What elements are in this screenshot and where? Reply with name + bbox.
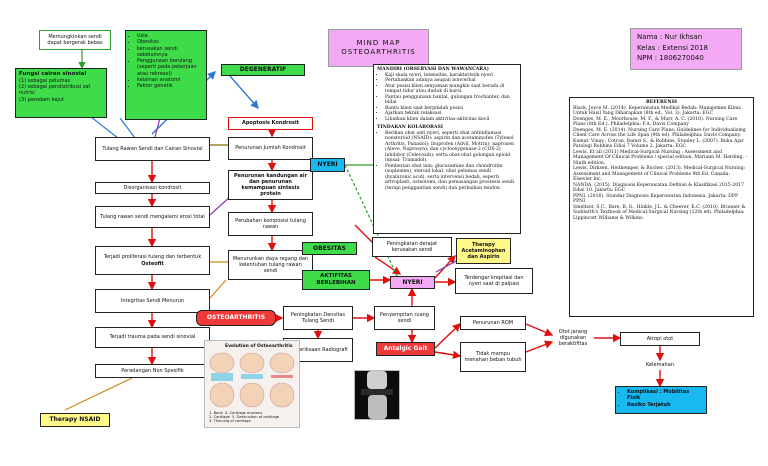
box-komposisi: Perubahan komposisi tulang rawan <box>228 212 313 236</box>
box-risk-factors: Usia Obesitas kerusakan sendi sebelumnya… <box>125 30 207 120</box>
student-class: Kelas : Extensi 2018 <box>637 43 708 52</box>
box-komplikasi: Komplikasi : Mobilitas Fisik Resiko Terj… <box>615 386 707 414</box>
referensi-title: REFERENSI <box>645 100 678 105</box>
mandiri-item: Pantau penggunaan bantal, gulungan troch… <box>385 95 517 106</box>
box-tidak-mampu: Tidak mampu menahan beban tubuh <box>460 342 526 372</box>
osteoarthritis-evolution-figure: Evolution of Osteoarthritis 1. Bone 4. C… <box>204 340 300 428</box>
fungsi-title: Fungsi cairan sinovial <box>19 71 87 77</box>
risk-item: Penggunaan berulang (seperti pada pekerj… <box>137 58 203 77</box>
box-fungsi-sinovial: Fungsi cairan sinovial (1) sebagai pelum… <box>15 68 107 118</box>
box-nyeri-left: NYERI <box>310 158 345 172</box>
box-proliferasi: Terjadi proliferasi tulang dan terbentuk… <box>95 246 210 275</box>
referensi-item: Smeltzer, S.C., Bare, B. G., Hinkle, J.L… <box>573 204 746 221</box>
box-erosi: Tulang rawan sendi mengalami erosi total <box>95 206 210 228</box>
box-penyempitan: Penyempitan ruang sendi <box>374 306 435 330</box>
risk-item: Usia <box>137 33 203 39</box>
referensi-item: NANDA. (2015). Diagnosis Keperawatan Def… <box>573 182 744 194</box>
box-mandiri-kolaborasi: MANDIRI (OBSERVASI DAN WAWANCARA) Kaji s… <box>373 64 521 234</box>
box-nyeri-center: NYERI <box>390 276 435 289</box>
mandiri-item: Atur posisi klien senyaman mungkin saat … <box>385 84 517 95</box>
box-gerak: Memungkinkan sendi dapat bergerak bebas <box>39 30 111 50</box>
box-osteoarthritis: OSTEOARTHRITIS <box>196 310 276 326</box>
figure-title: Evolution of Osteoarthritis <box>225 344 293 349</box>
referensi-item: Doenges, M. E., Moorhouse, M. F., & Murr… <box>573 116 738 128</box>
box-atropi: Atropi otot <box>620 332 700 346</box>
kolaborasi-item: Pemberian obat lain: glucosamine dan cho… <box>385 164 517 192</box>
fungsi-item-1: (1) sebagai pelumas <box>19 77 71 84</box>
referensi-item: Black, Joyce M. (2014). Keperawatan Medi… <box>573 105 741 117</box>
komplikasi-item: Resiko Terjatuh <box>627 402 703 408</box>
figure-captions: 1. Bone 4. Cartilage erosions 2. Cartila… <box>209 411 299 423</box>
box-disorganisasi: Disorganisasi kondrosit <box>95 182 210 194</box>
risk-item: Obesitas <box>137 39 203 45</box>
risk-item: kerusakan sendi sebelumnya <box>137 46 203 59</box>
box-referensi: REFERENSI Black, Joyce M. (2014). Kepera… <box>569 97 754 317</box>
box-antalgic-gait: Antalgic Gait <box>376 342 435 356</box>
title-line1: MIND MAP <box>356 39 401 48</box>
student-info: Nama : Nur Ikhsan Kelas : Extensi 2018 N… <box>630 28 742 70</box>
figure-caption: 1. Bone <box>209 411 223 415</box>
box-trauma: Terjadi trauma pada sendi sinovial <box>95 327 210 348</box>
proliferasi-text: Terjadi proliferasi tulang dan terbentuk <box>103 254 202 261</box>
mandiri-item: Ajarkan teknik relaksasi <box>385 111 517 117</box>
figure-caption: 2. Cartilage <box>209 415 230 420</box>
box-integritas: Integritas Sendi Menurun <box>95 289 210 313</box>
box-apoptosis: Apoptosis Kondrosit <box>228 117 313 130</box>
box-penurunan-rom: Penurunan ROM <box>460 316 526 330</box>
student-npm: NPM : 1806270040 <box>637 54 704 62</box>
knee-joints-illustration <box>209 352 295 408</box>
figure-caption: 5. Destruction of cartilage <box>232 415 280 420</box>
osteofit-text: Osteofit <box>141 260 164 267</box>
kolaborasi-title: TINDAKAN KOLABORASI <box>377 125 443 130</box>
box-otot-jarang: Otot jarang digunakan beraktifitas <box>558 328 588 348</box>
box-peradangan: Peradangan Non Spesifik <box>95 364 210 378</box>
kolaborasi-item: Berikan obat anti nyeri, seperti obat an… <box>385 131 517 164</box>
title-box: MIND MAP OSTEOARTHRITIS <box>328 29 429 67</box>
box-tulang-rawan: Tulang Rawan Sendi dan Cairan Sinovial <box>95 137 210 161</box>
title-line2: OSTEOARTHRITIS <box>341 48 416 56</box>
box-aktifitas: AKTIFITAS BERLEBIHAN <box>302 270 370 290</box>
mandiri-item: Kaji skala nyeri, intensitas, karakteris… <box>385 73 517 79</box>
referensi-item: PPNI. (2016). Standar Diagnosis Keperawa… <box>573 193 739 205</box>
referensi-item: Lewis. Et all (2011) Medical-Surgical Nu… <box>573 149 747 166</box>
fungsi-item-3: (3) peredam kejut <box>19 96 64 103</box>
xray-knee-image <box>354 370 400 420</box>
box-obesitas: OBESITAS <box>302 242 357 255</box>
risk-item: kelainan anatomi <box>137 77 203 83</box>
box-krepitasi: Terdengar krepitasi dan nyeri saat di pa… <box>455 268 533 294</box>
box-densitas: Peningkatan Densitas Tulang Sendi <box>283 306 353 330</box>
mandiri-item: Pertahankan adanya asupan nonverbal <box>385 78 517 84</box>
box-penurunan-jumlah: Penurunan Jumlah Kondrosit <box>228 137 313 160</box>
mandiri-item: Bantu klien saat berpindah posisi <box>385 106 517 112</box>
box-degeneratif: DEGENERATIF <box>221 64 305 76</box>
box-kerusakan: Peningkatan derajat kerusakan sendi <box>372 237 452 257</box>
mandiri-item: Libatkan klien dalam aktivitas-aktivitas… <box>385 117 517 123</box>
box-penurunan-kandungan: Penurunan kandungan air dan penurunan ke… <box>228 170 313 200</box>
referensi-item: Lewis, Dirksen, Heitkemper, & Bucher. (2… <box>573 166 746 182</box>
box-therapy-nsaid: Therapy NSAID <box>40 413 110 427</box>
figure-caption: 3. Thinning of cartilage <box>209 419 251 424</box>
student-name: Nama : Nur Ikhsan <box>637 33 703 41</box>
box-kelemahan: Kelemahan <box>646 361 674 368</box>
mandiri-title: MANDIRI (OBSERVASI DAN WAWANCARA) <box>377 67 489 72</box>
risk-item: Faktor genetik <box>137 83 203 89</box>
box-therapy-acetaminophen: Therapy Acetaminophen dan Aspirin <box>456 238 511 264</box>
fungsi-item-2: (2) sebagai pendistribusi zat nutrisi <box>19 84 91 97</box>
komplikasi-item: Komplikasi : Mobilitas Fisik <box>627 389 703 402</box>
box-daya-regang: Menurunkan daya regang dan kelentuhan tu… <box>228 250 313 280</box>
xray-bones <box>361 371 393 419</box>
figure-caption: 4. Cartilage erosions <box>225 411 263 415</box>
referensi-item: Kumar, Vinay., Cotran, Ramzi S., & Robbi… <box>573 138 744 150</box>
referensi-item: Doenges, M. E. (2014). Nursing Care Plan… <box>573 127 746 139</box>
